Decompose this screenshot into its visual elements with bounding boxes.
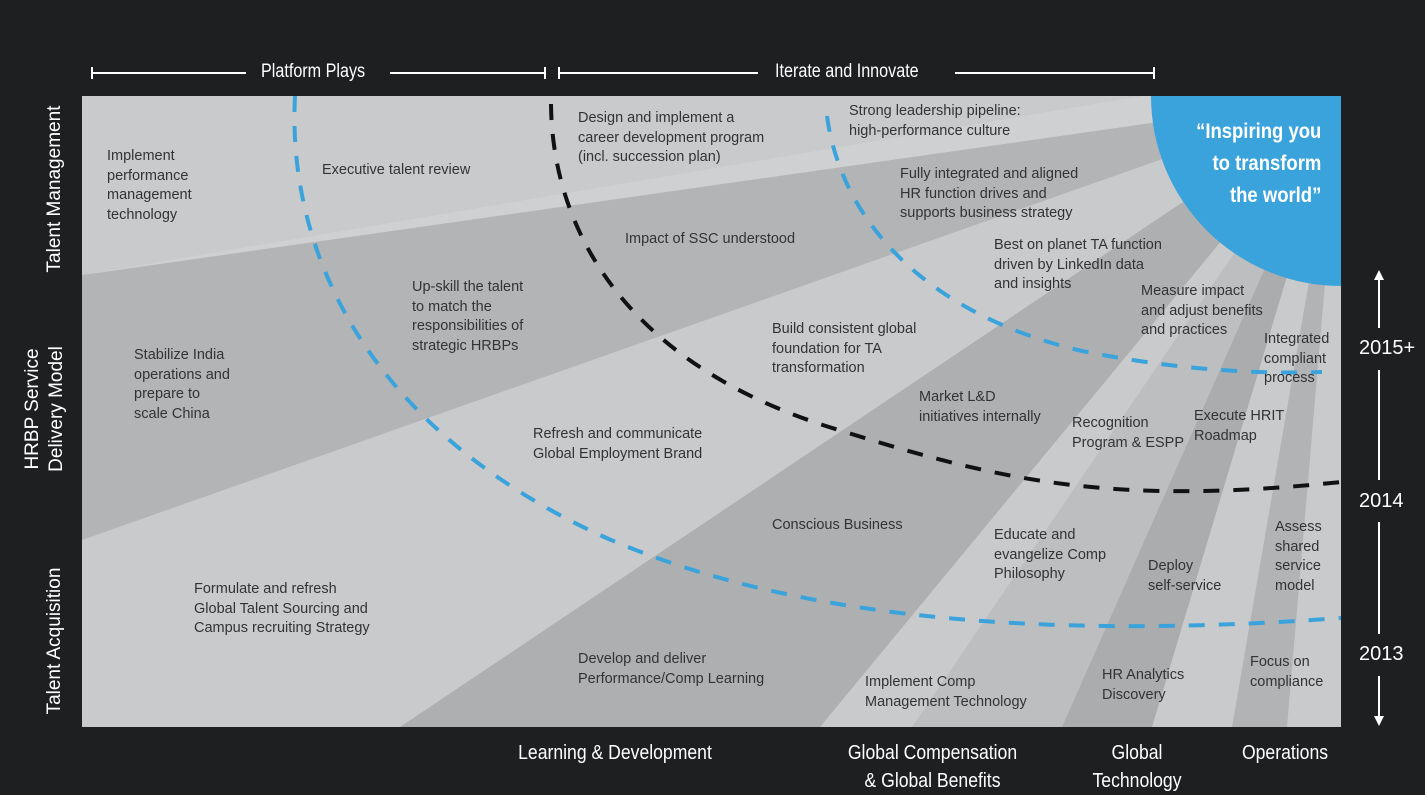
- roadmap-diagram: “Inspiring you to transform the world” I…: [82, 96, 1341, 727]
- row-talent-management: Talent Management: [44, 105, 65, 273]
- year-2014: 2014: [1359, 490, 1404, 512]
- phase-line: [91, 72, 246, 74]
- phase-tick: [544, 67, 546, 79]
- timeline-line: [1378, 676, 1380, 718]
- item: Educate and evangelize Comp Philosophy: [994, 527, 1107, 582]
- item: Focus on compliance: [1250, 654, 1324, 690]
- item: Stabilize India operations and prepare t…: [134, 347, 230, 422]
- item: Develop and deliver Performance/Comp Lea…: [578, 651, 765, 687]
- item: Integrated compliant process: [1264, 331, 1330, 386]
- vision-circle: [1151, 96, 1341, 286]
- item: Conscious Business: [772, 517, 903, 533]
- item: Formulate and refresh Global Talent Sour…: [194, 581, 370, 636]
- timeline-line: [1378, 522, 1380, 634]
- item: Recognition Program & ESPP: [1072, 415, 1185, 451]
- ray: [400, 96, 1341, 727]
- vision-quote: “Inspiring you to transform the world”: [1195, 120, 1321, 207]
- timeline-arrow-down-icon: [1374, 716, 1384, 726]
- year-2015: 2015+: [1359, 337, 1416, 359]
- ray: [82, 96, 1341, 540]
- column-global-compensation: Global Compensation & Global Benefits: [847, 742, 1018, 792]
- ray: [82, 96, 1341, 275]
- phase-tick: [1153, 67, 1155, 79]
- column-global-technology: Global Technology: [1092, 742, 1182, 792]
- milestone-2014-curve: [549, 103, 1341, 494]
- phase-platform-plays: Platform Plays: [261, 61, 366, 82]
- ray: [912, 96, 1341, 727]
- item: Implement performance management technol…: [107, 148, 192, 223]
- phase-line: [558, 72, 758, 74]
- timeline-line: [1378, 278, 1380, 328]
- item: Deploy self-service: [1148, 558, 1222, 594]
- item: Measure impact and adjust benefits and p…: [1141, 283, 1263, 338]
- timeline-line: [1378, 370, 1380, 480]
- timeline-arrow-up-icon: [1374, 270, 1384, 280]
- phase-line: [390, 72, 546, 74]
- item: Impact of SSC understood: [625, 231, 796, 247]
- row-talent-acquisition: Talent Acquisition: [44, 567, 65, 715]
- item: Refresh and communicate Global Employmen…: [533, 426, 703, 462]
- phase-tick: [91, 67, 93, 79]
- row-hrbp: HRBP Service Delivery Model: [22, 346, 67, 472]
- item: Executive talent review: [322, 162, 471, 178]
- milestone-2013-curve: [292, 96, 1341, 629]
- item: Execute HRIT Roadmap: [1194, 408, 1285, 444]
- item: Up-skill the talent to match the respons…: [412, 279, 524, 354]
- item: Best on planet TA function driven by Lin…: [994, 237, 1162, 292]
- phase-line: [955, 72, 1155, 74]
- item: Implement Comp Management Technology: [865, 674, 1027, 710]
- item: Market L&D initiatives internally: [919, 389, 1041, 425]
- column-operations: Operations: [1241, 742, 1329, 764]
- milestone-2015-curve: [825, 115, 1323, 375]
- item: HR Analytics Discovery: [1102, 667, 1185, 703]
- rays-background: [82, 96, 1341, 727]
- phase-iterate-innovate: Iterate and Innovate: [775, 61, 919, 82]
- item: Assess shared service model: [1275, 519, 1322, 594]
- item: Design and implement a career developmen…: [578, 110, 765, 165]
- year-2013: 2013: [1359, 643, 1404, 665]
- item: Fully integrated and aligned HR function…: [900, 166, 1079, 221]
- column-learning-development: Learning & Development: [518, 742, 712, 764]
- item: Strong leadership pipeline: high-perform…: [849, 103, 1021, 139]
- item: Build consistent global foundation for T…: [772, 321, 917, 376]
